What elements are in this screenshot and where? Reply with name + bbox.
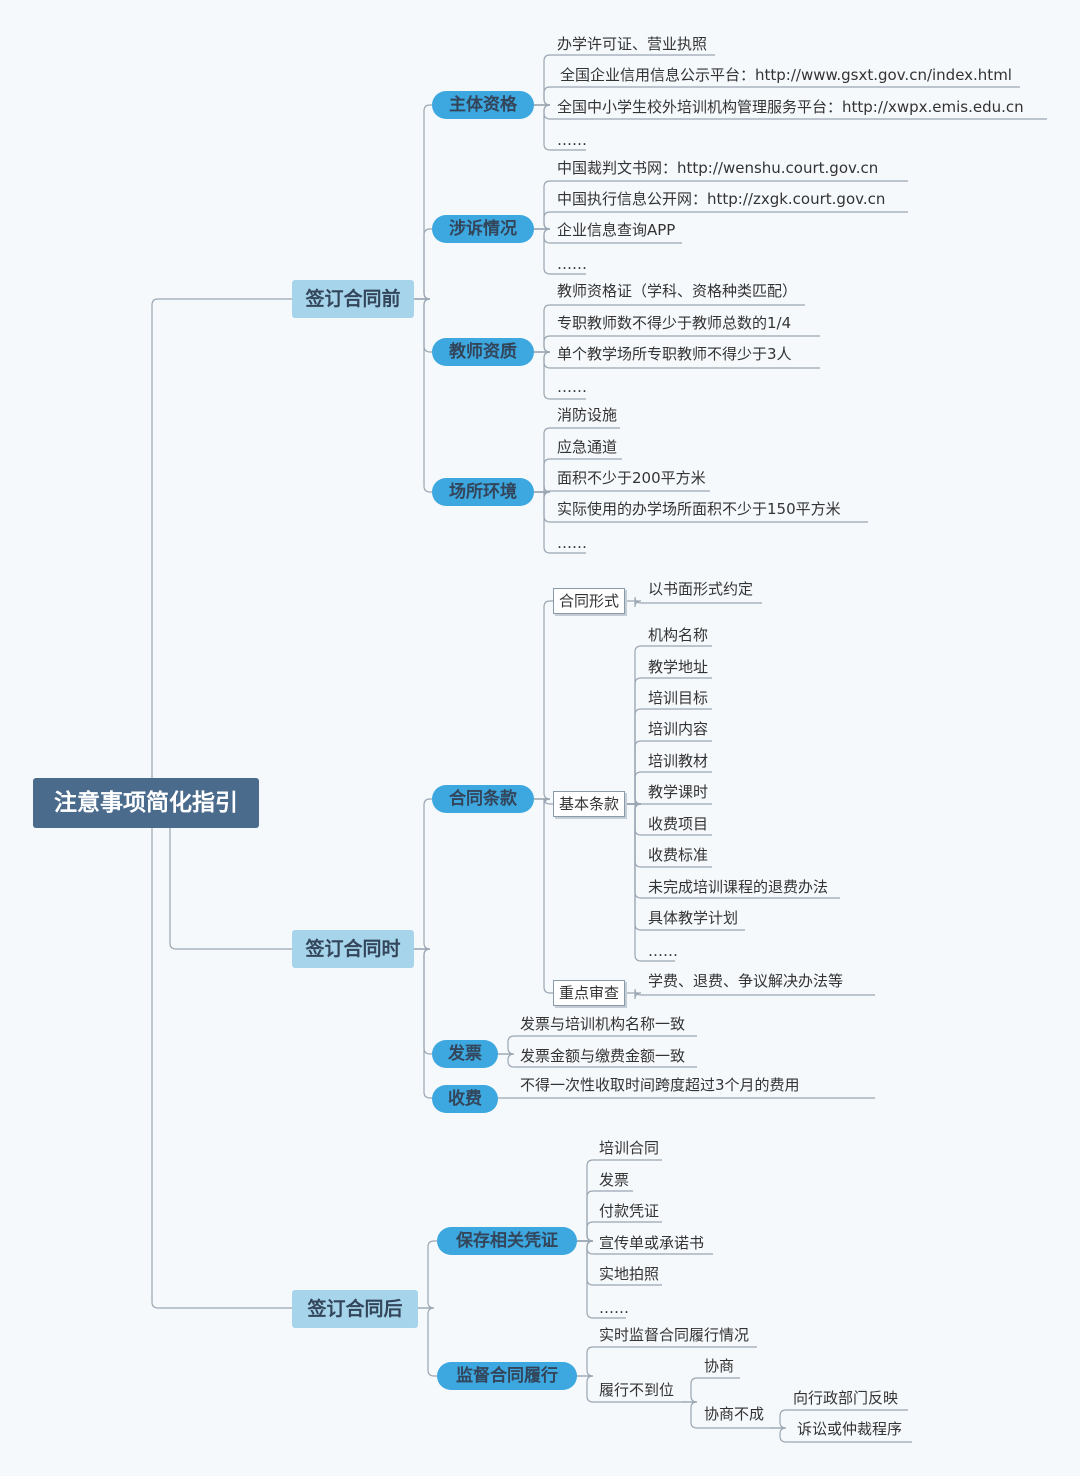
connector-line bbox=[625, 596, 762, 608]
topic-supervise-performance[interactable]: 监督合同履行 bbox=[437, 1362, 577, 1390]
leaf-fulltime-count[interactable]: 单个教学场所专职教师不得少于3人 bbox=[557, 345, 792, 363]
leaf-negotiate[interactable]: 协商 bbox=[704, 1357, 735, 1375]
root-topic[interactable]: 注意事项简化指引 bbox=[33, 778, 259, 828]
leaf-refund-method[interactable]: 未完成培训课程的退费办法 bbox=[648, 878, 829, 896]
connector-line bbox=[534, 104, 586, 151]
connector-line bbox=[534, 228, 586, 275]
connector-line bbox=[418, 1240, 437, 1309]
leaf-training-contract[interactable]: 培训合同 bbox=[599, 1139, 660, 1157]
branch-before-signing[interactable]: 签订合同前 bbox=[292, 280, 414, 318]
leaf-invoice-amount-match[interactable]: 发票金额与缴费金额一致 bbox=[520, 1047, 686, 1065]
topic-fees[interactable]: 收费 bbox=[432, 1085, 498, 1113]
connector-line bbox=[414, 228, 432, 300]
connector-line bbox=[414, 298, 432, 493]
leaf-area-150[interactable]: 实际使用的办学场所面积不少于150平方米 bbox=[557, 500, 841, 518]
connector-line bbox=[414, 104, 432, 300]
connector-line bbox=[498, 1053, 697, 1068]
connector-line bbox=[534, 798, 553, 994]
connector-line bbox=[414, 948, 432, 1055]
leaf-teacher-certificate[interactable]: 教师资格证（学科、资格种类匹配） bbox=[557, 282, 798, 300]
leaf-teaching-plan[interactable]: 具体教学计划 bbox=[648, 909, 739, 927]
connector-line bbox=[414, 798, 432, 950]
leaf-training-goal[interactable]: 培训目标 bbox=[648, 689, 709, 707]
leaf-realtime-supervision[interactable]: 实时监督合同履行情况 bbox=[599, 1326, 750, 1344]
connector-line bbox=[534, 491, 586, 554]
connector-line bbox=[151, 828, 292, 1309]
leaf-report-to-authority[interactable]: 向行政部门反映 bbox=[793, 1389, 899, 1407]
connector-line bbox=[418, 1307, 437, 1377]
connector-line bbox=[625, 988, 875, 1000]
topic-teacher-qualification[interactable]: 教师资质 bbox=[432, 338, 534, 366]
leaf-site-photos[interactable]: 实地拍照 bbox=[599, 1265, 660, 1283]
leaf-license[interactable]: 办学许可证、营业执照 bbox=[557, 35, 708, 53]
connector-line bbox=[682, 1401, 770, 1429]
branch-after-signing[interactable]: 签订合同后 bbox=[292, 1290, 418, 1328]
connector-line bbox=[577, 1240, 626, 1319]
leaf-poor-performance[interactable]: 履行不到位 bbox=[599, 1381, 675, 1399]
leaf-ellipsis[interactable]: …… bbox=[557, 131, 587, 149]
leaf-fee-items[interactable]: 收费项目 bbox=[648, 815, 709, 833]
connector-line bbox=[414, 948, 432, 1099]
connector-line bbox=[577, 1375, 682, 1403]
subtopic-contract-form[interactable]: 合同形式 bbox=[553, 588, 625, 614]
connector-line bbox=[770, 1427, 912, 1443]
leaf-ellipsis[interactable]: …… bbox=[557, 378, 587, 396]
leaf-institution-name[interactable]: 机构名称 bbox=[648, 626, 709, 644]
leaf-payment-voucher[interactable]: 付款凭证 bbox=[599, 1202, 660, 1220]
topic-litigation[interactable]: 涉诉情况 bbox=[432, 215, 534, 243]
leaf-ellipsis[interactable]: …… bbox=[599, 1299, 629, 1317]
subtopic-key-review[interactable]: 重点审查 bbox=[553, 980, 625, 1006]
leaf-xwpx-link[interactable]: 全国中小学生校外培训机构管理服务平台：http://xwpx.emis.edu.… bbox=[557, 98, 1024, 116]
topic-keep-evidence[interactable]: 保存相关凭证 bbox=[437, 1227, 577, 1255]
leaf-enterprise-app[interactable]: 企业信息查询APP bbox=[557, 221, 676, 239]
leaf-ellipsis[interactable]: …… bbox=[557, 534, 587, 552]
leaf-tuition-refund-dispute[interactable]: 学费、退费、争议解决办法等 bbox=[648, 972, 844, 990]
leaf-training-content[interactable]: 培训内容 bbox=[648, 720, 709, 738]
leaf-zxgk-link[interactable]: 中国执行信息公开网：http://zxgk.court.gov.cn bbox=[557, 190, 886, 208]
connector-line bbox=[414, 298, 432, 353]
connector-line bbox=[534, 351, 586, 400]
connector-line bbox=[151, 298, 292, 778]
connector-line bbox=[169, 828, 292, 950]
leaf-written-form[interactable]: 以书面形式约定 bbox=[648, 580, 754, 598]
connector-line bbox=[625, 803, 675, 962]
leaf-ellipsis[interactable]: …… bbox=[557, 255, 587, 273]
leaf-fulltime-ratio[interactable]: 专职教师数不得少于教师总数的1/4 bbox=[557, 314, 792, 332]
branch-during-signing[interactable]: 签订合同时 bbox=[292, 930, 414, 968]
leaf-area-200[interactable]: 面积不少于200平方米 bbox=[557, 469, 706, 487]
leaf-fee-standard[interactable]: 收费标准 bbox=[648, 846, 709, 864]
leaf-flyer-commitment[interactable]: 宣传单或承诺书 bbox=[599, 1234, 705, 1252]
leaf-teaching-address[interactable]: 教学地址 bbox=[648, 658, 709, 676]
leaf-ellipsis[interactable]: …… bbox=[648, 942, 678, 960]
leaf-gsxt-link[interactable]: 全国企业信用信息公示平台：http://www.gsxt.gov.cn/inde… bbox=[560, 66, 1012, 84]
leaf-fee-period-limit[interactable]: 不得一次性收取时间跨度超过3个月的费用 bbox=[520, 1076, 800, 1094]
leaf-invoice-name-match[interactable]: 发票与培训机构名称一致 bbox=[520, 1015, 686, 1033]
topic-contract-terms[interactable]: 合同条款 bbox=[432, 785, 534, 813]
leaf-training-material[interactable]: 培训教材 bbox=[648, 752, 709, 770]
leaf-class-hours[interactable]: 教学课时 bbox=[648, 783, 709, 801]
leaf-litigation-arbitration[interactable]: 诉讼或仲裁程序 bbox=[797, 1420, 903, 1438]
connector-line bbox=[682, 1377, 740, 1403]
connector-line bbox=[534, 600, 553, 800]
subtopic-basic-terms[interactable]: 基本条款 bbox=[553, 791, 625, 817]
topic-invoice[interactable]: 发票 bbox=[432, 1040, 498, 1068]
leaf-fire-facilities[interactable]: 消防设施 bbox=[557, 406, 618, 424]
topic-subject-qualification[interactable]: 主体资格 bbox=[432, 91, 534, 119]
leaf-negotiation-failed[interactable]: 协商不成 bbox=[704, 1405, 765, 1423]
leaf-emergency-exit[interactable]: 应急通道 bbox=[557, 438, 618, 456]
leaf-invoice[interactable]: 发票 bbox=[599, 1171, 630, 1189]
topic-venue-environment[interactable]: 场所环境 bbox=[432, 478, 534, 506]
leaf-wenshu-link[interactable]: 中国裁判文书网：http://wenshu.court.gov.cn bbox=[557, 159, 879, 177]
